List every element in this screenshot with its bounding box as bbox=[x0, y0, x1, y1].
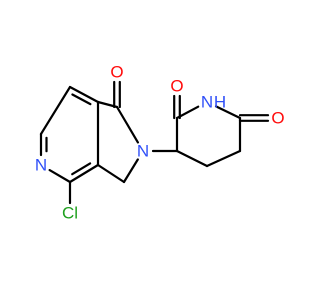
single-bond-c1-c7a bbox=[96, 100, 119, 109]
hydrogen-label-imide: H bbox=[214, 93, 226, 112]
oxygen-label-lactam: O bbox=[110, 63, 123, 82]
oxygen-label-imide-right: O bbox=[271, 109, 284, 128]
double-bond-c7a-c6 bbox=[68, 85, 100, 104]
single-bond-p4-p3 bbox=[175, 149, 209, 168]
single-bond-c6-c5 bbox=[39, 85, 72, 136]
single-bond-n5-c4 bbox=[48, 169, 72, 184]
bond-layer bbox=[39, 80, 270, 205]
double-bond-c4-c3a-inner bbox=[71, 162, 92, 176]
oxygen-label-imide-left: O bbox=[170, 77, 183, 96]
single-bond-c1-n2 bbox=[115, 105, 139, 144]
double-bond-c4-c3a bbox=[68, 163, 100, 184]
single-bond-p2-p1 bbox=[175, 105, 200, 120]
chlorine-label: Cl bbox=[62, 204, 78, 223]
nitrogen-label-lactam: N bbox=[137, 142, 149, 161]
single-bond-p5-p4 bbox=[205, 149, 242, 168]
single-bond-p1-p6 bbox=[214, 105, 242, 120]
nitrogen-label-imide: N bbox=[201, 93, 213, 112]
single-bond-c3a-c3 bbox=[96, 163, 126, 184]
double-bond-c7a-c6-inner bbox=[71, 93, 92, 106]
single-bond-c3-n2 bbox=[122, 158, 139, 184]
nitrogen-label-pyridine: N bbox=[35, 156, 47, 175]
